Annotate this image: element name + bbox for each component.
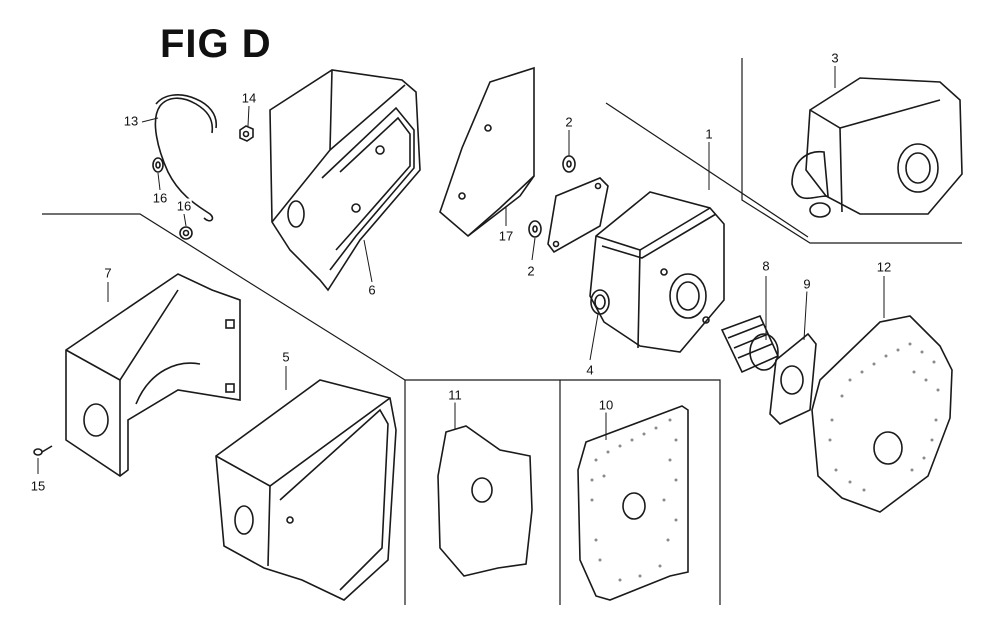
small-washers xyxy=(152,125,254,240)
callout-part-10: 10 xyxy=(597,397,615,413)
part-5-housing-cover xyxy=(215,379,397,601)
callout-part-16a: 16 xyxy=(151,190,169,206)
part-7-bracket-cover xyxy=(65,273,241,477)
callout-part-16b: 16 xyxy=(175,198,193,214)
callout-part-8: 8 xyxy=(761,258,771,274)
callout-part-9: 9 xyxy=(802,276,812,292)
part-15-screw xyxy=(33,445,53,456)
part-10-perforated-plate xyxy=(577,405,689,601)
callout-part-2b: 2 xyxy=(526,263,536,279)
leader-lines xyxy=(37,66,885,474)
callout-part-1: 1 xyxy=(704,126,714,142)
callout-part-15: 15 xyxy=(29,478,47,494)
part-2-washer-upper xyxy=(562,155,576,173)
callout-part-3: 3 xyxy=(830,50,840,66)
callout-part-2a: 2 xyxy=(564,114,574,130)
callout-part-6: 6 xyxy=(367,282,377,298)
callout-part-13: 13 xyxy=(122,113,140,129)
part-1-muffler xyxy=(589,191,725,353)
part-11-plate xyxy=(437,425,533,577)
callout-part-11: 11 xyxy=(447,387,463,403)
callout-part-17: 17 xyxy=(497,228,515,244)
part-13-wire-spring xyxy=(154,94,218,222)
part-9-gasket xyxy=(769,332,817,425)
section-divider-lines xyxy=(42,58,962,605)
divider-diagonal-right xyxy=(605,102,809,238)
part-16-washer-b xyxy=(179,226,193,240)
callout-part-5: 5 xyxy=(281,349,291,365)
part-10-perforations xyxy=(590,418,678,582)
part-2-washer-lower xyxy=(528,220,542,238)
part-16-washer-a xyxy=(152,157,164,173)
callout-part-12: 12 xyxy=(875,259,893,275)
figure-title: FIG D xyxy=(160,22,272,66)
divider-lower-left xyxy=(42,213,721,605)
small-gasket xyxy=(547,177,609,254)
part-8-screen xyxy=(720,314,780,374)
callout-part-7: 7 xyxy=(103,265,113,281)
divider-upper-right xyxy=(741,58,962,244)
part-12-perforated-shield xyxy=(811,315,953,513)
part-6-muffler-cover xyxy=(269,69,421,292)
callout-part-4: 4 xyxy=(585,362,595,378)
part-3-muffler-assembly xyxy=(791,77,963,218)
callout-part-14: 14 xyxy=(240,90,258,106)
part-12-perforations xyxy=(828,342,940,492)
part-17-shield-plate xyxy=(439,66,535,238)
part-14-nut xyxy=(239,125,254,142)
